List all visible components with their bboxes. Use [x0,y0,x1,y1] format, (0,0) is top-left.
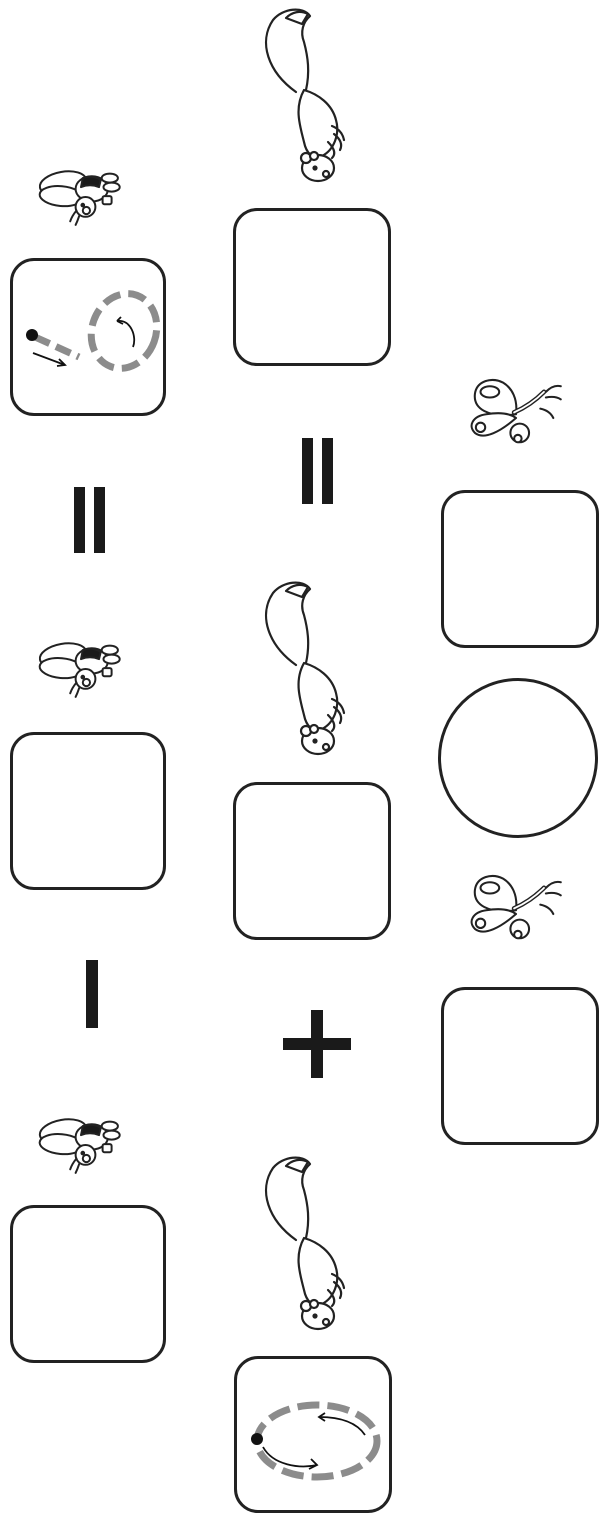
traced-oval-path [237,1359,395,1516]
answer-box-squirrel-3[interactable] [234,1356,392,1513]
squirrel-icon [248,1150,358,1340]
answer-circle-butterfly[interactable] [438,678,598,838]
equals-sign-1 [74,487,85,553]
start-dot-icon [251,1433,263,1445]
answer-box-squirrel-2[interactable] [233,782,391,940]
traced-loop-path [13,261,169,419]
answer-box-squirrel-1[interactable] [233,208,391,366]
answer-box-butterfly-1[interactable] [441,490,599,648]
bee-icon [36,150,126,235]
answer-box-bee-3[interactable] [10,1205,166,1363]
butterfly-icon [460,866,572,962]
plus-sign-horizontal [283,1038,351,1050]
equals-sign-2 [302,438,313,504]
answer-box-bee-2[interactable] [10,732,166,890]
answer-box-bee-1[interactable] [10,258,166,416]
equals-sign-1b [94,487,105,553]
squirrel-icon [248,575,358,765]
minus-sign [86,960,98,1028]
direction-arrow-icon [263,1413,365,1469]
bee-icon [36,1098,126,1183]
bee-icon [36,622,126,707]
butterfly-icon [460,370,572,466]
start-dot-icon [26,329,38,341]
equals-sign-2b [322,438,333,504]
squirrel-icon [248,2,358,192]
answer-box-butterfly-2[interactable] [441,987,599,1145]
